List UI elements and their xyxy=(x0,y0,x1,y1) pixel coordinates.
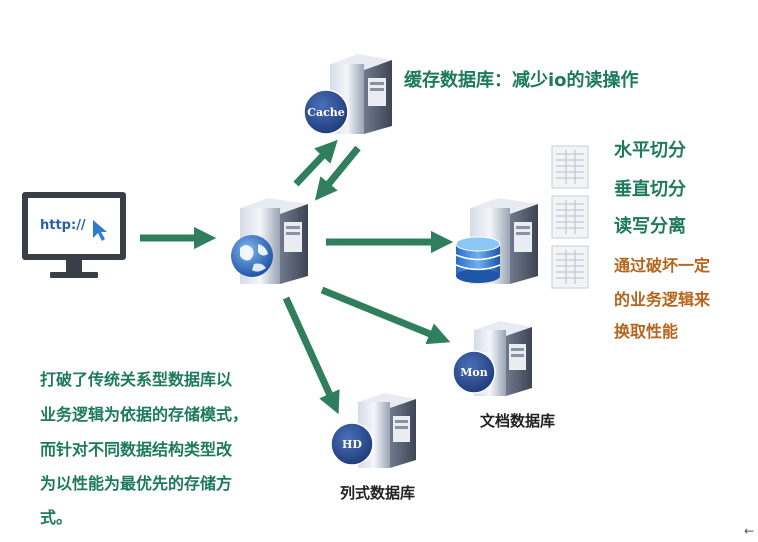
sharding-item-horizontal: 水平切分 xyxy=(614,140,686,161)
client-monitor: http:// xyxy=(22,192,126,278)
hd-badge-icon xyxy=(330,422,374,466)
table-document-icon xyxy=(551,145,589,189)
column-db-server xyxy=(330,393,416,468)
summary-line: 业务逻辑为依据的存储模式， xyxy=(40,405,249,424)
arrows xyxy=(140,139,454,415)
cache-badge-icon xyxy=(303,89,349,135)
sharding-item-vertical: 垂直切分 xyxy=(614,179,686,200)
database-icon xyxy=(455,236,501,283)
sharding-note-line: 换取性能 xyxy=(614,322,679,341)
summary-line: 而针对不同数据结构类型改 xyxy=(40,440,233,459)
sharding-item-rw-split: 读写分离 xyxy=(614,216,686,237)
sharding-note-line: 的业务逻辑来 xyxy=(614,290,711,309)
mon-badge-label: Mon xyxy=(460,366,488,379)
summary-line: 为以性能为最优先的存储方 xyxy=(40,474,233,493)
arrow-server-to-columndb xyxy=(282,296,340,415)
sharding-note-line: 通过破坏一定 xyxy=(614,256,711,275)
cursor-icon xyxy=(93,220,107,241)
column-db-caption: 列式数据库 xyxy=(340,484,416,502)
table-document-icon xyxy=(551,245,589,289)
cache-caption: 缓存数据库：减少io的读操作 xyxy=(404,70,639,91)
url-text: http:// xyxy=(40,218,86,233)
arrow-cache-to-server xyxy=(314,145,361,201)
back-arrow-icon[interactable]: ← xyxy=(744,524,755,538)
document-db-caption: 文档数据库 xyxy=(480,412,556,430)
cache-server xyxy=(303,54,392,135)
summary-line: 打破了传统关系型数据库以 xyxy=(40,370,233,389)
mon-badge-icon xyxy=(452,350,496,394)
summary-line: 式。 xyxy=(40,508,73,527)
hd-badge-label: HD xyxy=(342,438,362,451)
table-document-icon xyxy=(551,195,589,239)
table-documents xyxy=(551,145,589,289)
document-db-server xyxy=(452,321,532,396)
web-server xyxy=(231,198,308,284)
cache-badge-label: Cache xyxy=(307,106,345,119)
arrow-server-to-cache xyxy=(293,139,338,187)
arrow-server-to-docdb xyxy=(320,286,451,345)
relational-db-server xyxy=(455,198,538,284)
